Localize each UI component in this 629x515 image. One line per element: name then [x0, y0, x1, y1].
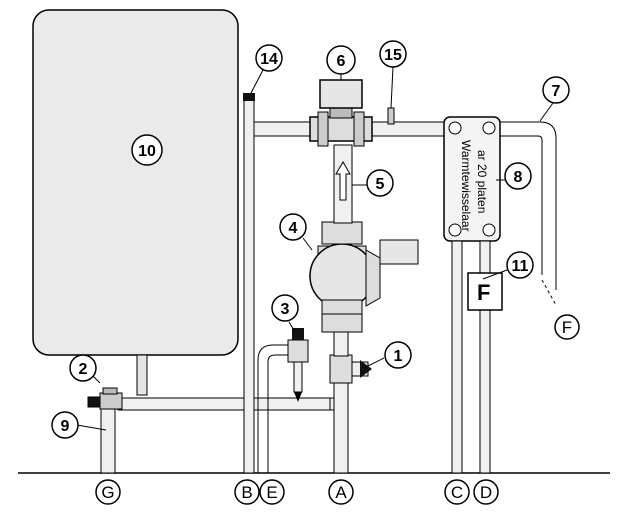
- temperature-sensor: [387, 107, 395, 125]
- air-vent-valve: [287, 328, 309, 402]
- svg-text:5: 5: [376, 176, 385, 193]
- svg-text:C: C: [451, 483, 463, 502]
- callout-4: 4: [279, 213, 307, 241]
- port-d: D: [473, 479, 499, 505]
- pipe-d-lower: [479, 309, 491, 474]
- leader-lines: [76, 66, 554, 431]
- svg-text:8: 8: [514, 169, 523, 186]
- port-b: B: [234, 479, 260, 505]
- flow-meter-label: F: [477, 280, 490, 305]
- pipe-e: [257, 344, 288, 473]
- svg-text:3: 3: [281, 301, 290, 318]
- tank-outlet-stub: [136, 354, 148, 396]
- port-g: G: [95, 479, 121, 505]
- sensor-14-cap: [243, 93, 255, 101]
- mixing-valve: [309, 105, 373, 147]
- svg-text:D: D: [480, 483, 492, 502]
- valve-actuator: [319, 79, 363, 109]
- svg-text:6: 6: [337, 53, 346, 70]
- svg-text:1: 1: [394, 348, 403, 365]
- port-e: E: [259, 479, 285, 505]
- callout-3: 3: [271, 294, 299, 322]
- lower-union-pipe: [333, 331, 349, 357]
- svg-text:G: G: [101, 483, 114, 502]
- port-c: C: [444, 479, 470, 505]
- pipe-c: [451, 240, 463, 474]
- svg-text:A: A: [335, 483, 347, 502]
- upper-union: [321, 221, 363, 245]
- pipe-a: [333, 379, 349, 474]
- svg-text:9: 9: [61, 418, 70, 435]
- callout-10: 10: [131, 134, 163, 166]
- bottom-horizontal-pipe: [117, 397, 339, 411]
- svg-text:15: 15: [384, 47, 402, 64]
- port-a: A: [328, 479, 354, 505]
- callout-14: 14: [255, 44, 283, 72]
- svg-text:11: 11: [512, 258, 529, 275]
- heat-exchanger-label-2: ar 20 platen: [475, 150, 489, 213]
- callout-11: 11: [506, 251, 534, 279]
- drain-valve: [87, 387, 123, 410]
- pipe-b: [243, 94, 255, 474]
- heat-exchanger: Warmtewisselaar ar 20 platen: [443, 116, 501, 242]
- pipe-g: [100, 404, 116, 474]
- callout-9: 9: [51, 411, 79, 439]
- callout-7: 7: [542, 76, 570, 104]
- svg-text:2: 2: [79, 361, 88, 378]
- svg-text:F: F: [562, 318, 572, 337]
- callout-6: 6: [326, 45, 356, 75]
- flow-arrow: [335, 161, 351, 201]
- svg-text:10: 10: [138, 143, 156, 160]
- port-f: F: [554, 314, 580, 340]
- svg-text:B: B: [241, 483, 252, 502]
- callout-5: 5: [366, 169, 394, 197]
- svg-text:4: 4: [289, 220, 298, 237]
- pipe-d-upper: [479, 240, 491, 274]
- storage-tank: [32, 9, 239, 356]
- pipe-7-dashed: [541, 279, 557, 306]
- pipe-e-inner: [267, 354, 288, 473]
- callout-1: 1: [384, 341, 412, 369]
- heat-exchanger-label-1: Warmtewisselaar: [459, 140, 473, 232]
- svg-text:7: 7: [552, 83, 561, 100]
- lower-union: [321, 311, 363, 333]
- flow-meter: F: [467, 272, 503, 311]
- callout-2: 2: [69, 354, 97, 382]
- ball-valve: [329, 354, 372, 384]
- svg-text:E: E: [266, 483, 277, 502]
- pipe-7-inner: [500, 135, 543, 275]
- svg-text:14: 14: [260, 51, 278, 68]
- circulation-pump: [309, 239, 419, 315]
- callout-8: 8: [504, 162, 532, 190]
- callout-15: 15: [379, 40, 407, 68]
- pipe-7: [500, 121, 557, 290]
